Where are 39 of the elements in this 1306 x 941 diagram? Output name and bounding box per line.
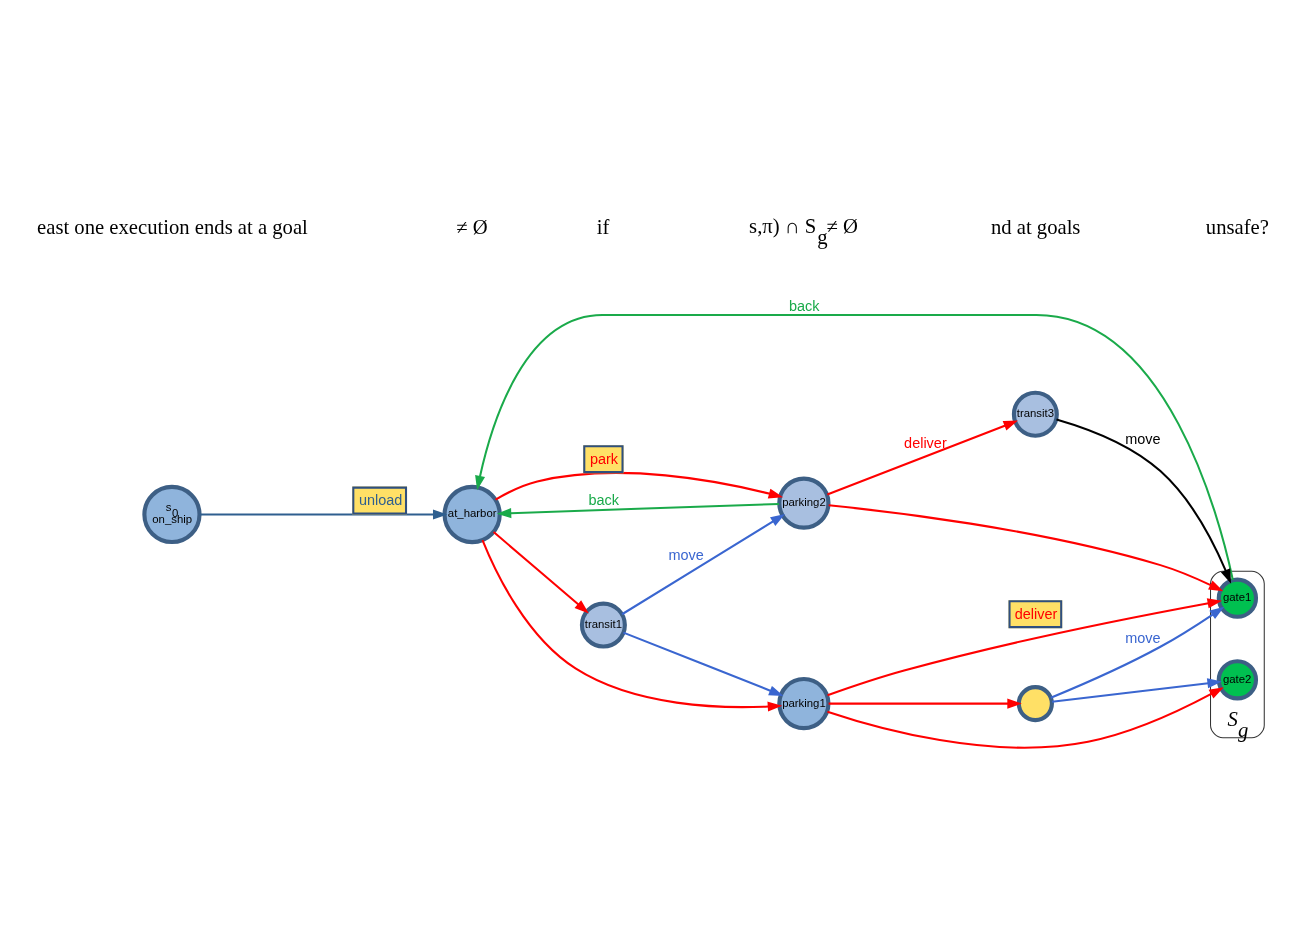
node-circle: parking1 — [777, 676, 831, 730]
arrow — [828, 698, 1022, 709]
label: nd at goals — [990, 215, 1081, 238]
arrow — [623, 631, 784, 696]
node-circle: gate1 — [1216, 577, 1259, 619]
arrow — [621, 513, 785, 615]
arrow — [828, 503, 1224, 591]
arrow — [826, 420, 1019, 495]
arrow — [1050, 606, 1225, 699]
edge-label: park — [589, 450, 619, 467]
node-circle: at_harbor — [442, 484, 502, 544]
arrow — [481, 539, 783, 712]
arrow — [493, 530, 589, 613]
arrow — [496, 502, 780, 518]
arrow — [1056, 417, 1232, 584]
edge-label: unload — [358, 491, 403, 508]
node-label: g — [1237, 718, 1249, 741]
label: ≠ Ø — [456, 215, 488, 238]
node-circle: gate2 — [1216, 658, 1259, 700]
node-circle: transit1 — [579, 601, 627, 649]
arrow — [495, 471, 784, 500]
edge-label: move — [668, 546, 704, 563]
edge-label: move — [1125, 430, 1161, 447]
edge-label: back — [788, 297, 820, 314]
label: unsafe? — [1205, 215, 1269, 238]
arrow — [827, 686, 1224, 749]
node-circle: transit3 — [1011, 390, 1059, 438]
node-circle — [1016, 684, 1054, 722]
arrow — [1051, 677, 1222, 703]
edge-label: back — [588, 491, 619, 508]
edge-label: move — [1125, 629, 1161, 646]
edge-label: deliver — [904, 434, 947, 451]
edge-label: deliver — [1014, 605, 1058, 622]
label: if — [596, 215, 610, 238]
arrow — [475, 313, 1234, 580]
arrow — [199, 508, 448, 520]
label: east one execution ends at a goal — [37, 215, 308, 238]
arrow — [827, 597, 1222, 696]
node-circle: parking2 — [777, 476, 831, 530]
